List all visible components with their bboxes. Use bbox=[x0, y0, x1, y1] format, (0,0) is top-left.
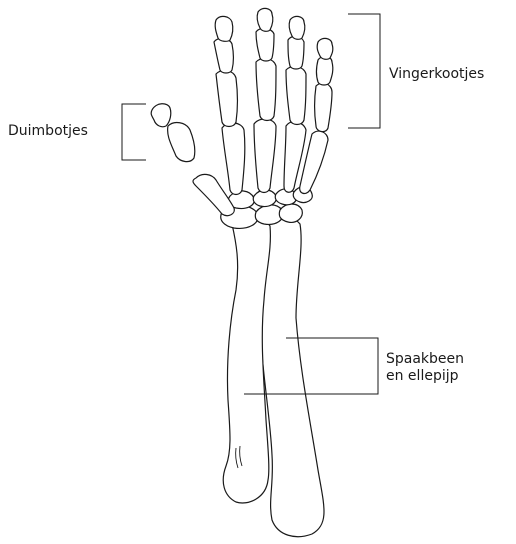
metacarpal-bone bbox=[193, 174, 234, 215]
phalanx-bone bbox=[257, 8, 273, 31]
thumb-bones bbox=[151, 104, 195, 162]
carpal-bone bbox=[279, 204, 302, 222]
phalanx-bone bbox=[288, 36, 304, 69]
finger-phalanges bbox=[214, 8, 333, 131]
forearm-bones-label: Spaakbeen en ellepijp bbox=[386, 351, 464, 385]
thumb-phalanx-bone bbox=[168, 123, 195, 162]
phalanx-bone bbox=[256, 28, 274, 61]
ulna-bone bbox=[260, 218, 324, 537]
phalanx-bone bbox=[315, 83, 333, 132]
thumb-bracket bbox=[122, 104, 146, 160]
thumb-phalanx-bone bbox=[151, 104, 171, 127]
forearm-label-line-1: Spaakbeen bbox=[386, 351, 464, 368]
phalanges-label: Vingerkootjes bbox=[389, 66, 484, 83]
phalanx-bone bbox=[286, 67, 306, 125]
phalanx-bone bbox=[317, 56, 333, 85]
forearm-bones bbox=[223, 218, 324, 537]
phalanx-bone bbox=[216, 71, 238, 127]
thumb-bones-label: Duimbotjes bbox=[8, 123, 88, 140]
phalanx-bone bbox=[256, 59, 276, 121]
radius-bone bbox=[223, 218, 270, 504]
forearm-label-line-2: en ellepijp bbox=[386, 368, 464, 385]
phalanges-bracket bbox=[348, 14, 380, 128]
phalanx-bone bbox=[289, 16, 305, 39]
metacarpal-bone bbox=[254, 119, 276, 193]
phalanx-bone bbox=[317, 38, 333, 59]
phalanx-bone bbox=[214, 38, 234, 73]
phalanx-bone bbox=[215, 16, 233, 41]
metacarpal-bone bbox=[222, 123, 245, 195]
